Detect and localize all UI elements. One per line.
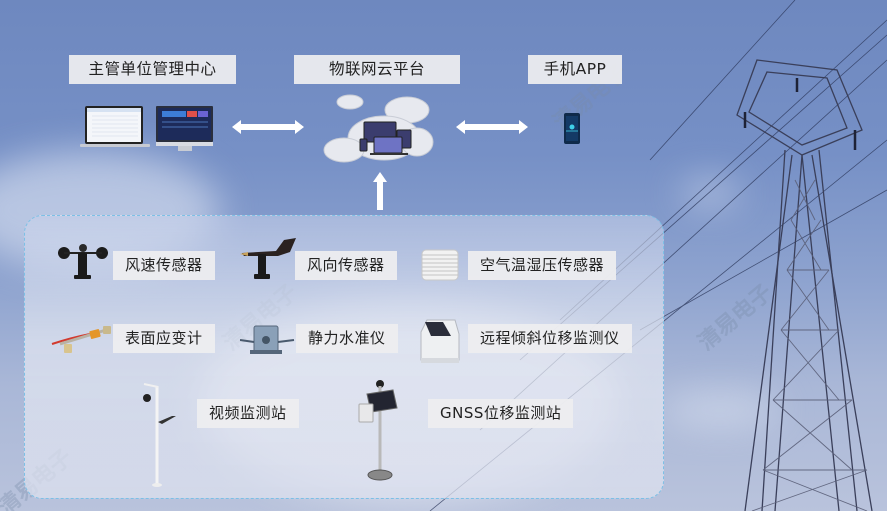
bidirectional-arrow-icon [232, 120, 304, 134]
wind-vane-icon [240, 238, 296, 279]
management-center-label: 主管单位管理中心 [69, 55, 236, 84]
laptop-monitor-icon [80, 106, 213, 151]
louvered-shield-icon [421, 249, 459, 281]
gnss-station-icon [358, 380, 398, 481]
camera-pole-icon [143, 383, 176, 487]
bidirectional-arrow-icon [456, 120, 528, 134]
sensor-label: GNSS位移监测站 [428, 399, 574, 428]
strain-gauge-icon [51, 326, 111, 353]
mobile-app-label: 手机APP [528, 55, 622, 84]
sensor-label: 风速传感器 [113, 251, 215, 280]
cloud-platform-label: 物联网云平台 [294, 55, 460, 84]
transmission-tower-image [736, 59, 873, 511]
static-level-icon [240, 325, 295, 354]
sensor-label: 静力水准仪 [296, 324, 398, 353]
up-arrow-icon [373, 172, 387, 210]
sensor-label: 风向传感器 [295, 251, 397, 280]
sensor-label: 远程倾斜位移监测仪 [468, 324, 632, 353]
sensor-label: 空气温湿压传感器 [468, 251, 617, 280]
smartphone-icon [564, 113, 580, 144]
cloud-devices-icon [323, 94, 434, 163]
sensor-label: 表面应变计 [113, 324, 215, 353]
sensor-label: 视频监测站 [197, 399, 299, 428]
tilt-monitor-icon [420, 319, 460, 363]
anemometer-icon [58, 244, 108, 279]
